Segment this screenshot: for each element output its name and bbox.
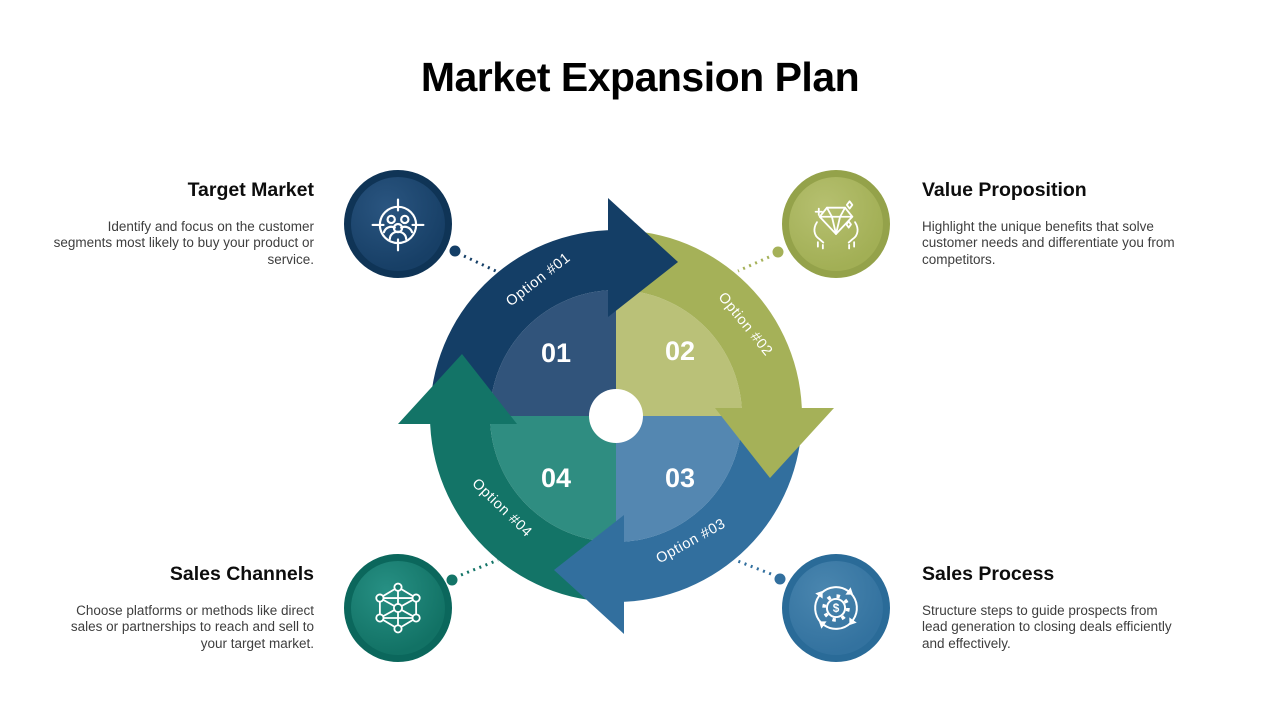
segment-arc-04 bbox=[430, 416, 616, 602]
connector-dot-sales-channels bbox=[446, 574, 458, 586]
network-icon bbox=[375, 582, 421, 634]
arrowhead-02 bbox=[715, 408, 834, 478]
svg-text:$: $ bbox=[833, 602, 840, 615]
option-number-01: 01 bbox=[541, 338, 571, 368]
cycle-diagram: Option #01 Option #02 Option #03 Option … bbox=[396, 196, 836, 636]
section-heading: Target Market bbox=[187, 179, 314, 201]
value-proposition-icon-circle bbox=[782, 170, 890, 278]
segment-arc-03 bbox=[616, 416, 802, 602]
target-audience-icon bbox=[371, 198, 425, 252]
section-heading: Sales Process bbox=[922, 563, 1055, 585]
page-title: Market Expansion Plan bbox=[420, 54, 860, 100]
ring-arcs bbox=[430, 230, 802, 602]
connector-line-target-market bbox=[463, 254, 501, 275]
connector-dot-value-proposition bbox=[772, 246, 784, 258]
segment-arc-01 bbox=[430, 230, 616, 416]
connector-dot-target-market bbox=[449, 245, 461, 257]
section-target-market: Target Market Identify and focus on the … bbox=[50, 179, 314, 268]
section-body: Structure steps to guide prospects from … bbox=[922, 603, 1172, 651]
dollar-gear-icon: $ bbox=[814, 586, 858, 630]
center-hub bbox=[589, 389, 643, 443]
connectors bbox=[460, 254, 772, 577]
section-sales-channels: Sales Channels Choose platforms or metho… bbox=[50, 563, 314, 652]
section-body: Choose platforms or methods like direct … bbox=[70, 603, 314, 651]
section-body: Identify and focus on the customer segme… bbox=[53, 219, 314, 267]
target-market-icon-circle bbox=[344, 170, 452, 278]
connector-line-sales-channels bbox=[460, 558, 499, 577]
option-number-02: 02 bbox=[665, 336, 695, 366]
inner-disc-04 bbox=[490, 416, 616, 542]
section-body: Highlight the unique benefits that solve… bbox=[922, 219, 1175, 267]
section-value-proposition: Value Proposition Highlight the unique b… bbox=[922, 179, 1186, 268]
diamond-hands-icon bbox=[813, 200, 859, 250]
connector-line-sales-process bbox=[734, 558, 772, 576]
arrowhead-03 bbox=[554, 515, 624, 634]
arrowhead-01 bbox=[608, 198, 678, 317]
section-heading: Value Proposition bbox=[922, 179, 1087, 201]
arrowhead-04 bbox=[398, 354, 517, 424]
inner-disc-02 bbox=[616, 290, 742, 416]
section-sales-process: Sales Process Structure steps to guide p… bbox=[922, 563, 1186, 652]
segment-arc-02 bbox=[616, 230, 802, 416]
inner-disc-01 bbox=[490, 290, 616, 416]
inner-disc-03 bbox=[616, 416, 742, 542]
inner-discs bbox=[490, 290, 742, 542]
sales-process-icon-circle: $ bbox=[782, 554, 890, 662]
connector-dots bbox=[446, 245, 786, 586]
option-number-03: 03 bbox=[665, 463, 695, 493]
option-number-04: 04 bbox=[541, 463, 571, 493]
section-heading: Sales Channels bbox=[169, 563, 314, 585]
sales-channels-icon-circle bbox=[344, 554, 452, 662]
arrowheads bbox=[398, 198, 834, 634]
connector-line-value-proposition bbox=[737, 255, 770, 273]
connector-dot-sales-process bbox=[774, 573, 786, 585]
